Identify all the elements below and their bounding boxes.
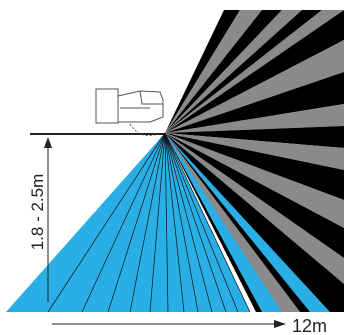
lower-detection-cone: [6, 132, 330, 313]
lower-zone-fill: [165, 133, 282, 312]
sensor-device-outline: [95, 88, 164, 137]
upper-zone-light: [165, 40, 344, 133]
upper-zone-dark: [165, 10, 344, 133]
range-label: 12m: [292, 316, 327, 335]
lower-zone-fill: [6, 133, 250, 312]
upper-zone-dark: [165, 72, 344, 133]
lower-zone-lines: [47, 132, 251, 313]
upper-zone-dark: [165, 133, 344, 312]
mounting-height-label: 1.8 - 2.5m: [28, 174, 47, 251]
lower-zone-fill: [165, 133, 330, 312]
upper-zone-dark: [165, 126, 344, 148]
height-dimension-arrow: [44, 137, 52, 302]
upper-zone-light: [165, 133, 300, 312]
upper-zone-light: [165, 104, 344, 133]
range-dimension-arrow: [52, 320, 286, 328]
